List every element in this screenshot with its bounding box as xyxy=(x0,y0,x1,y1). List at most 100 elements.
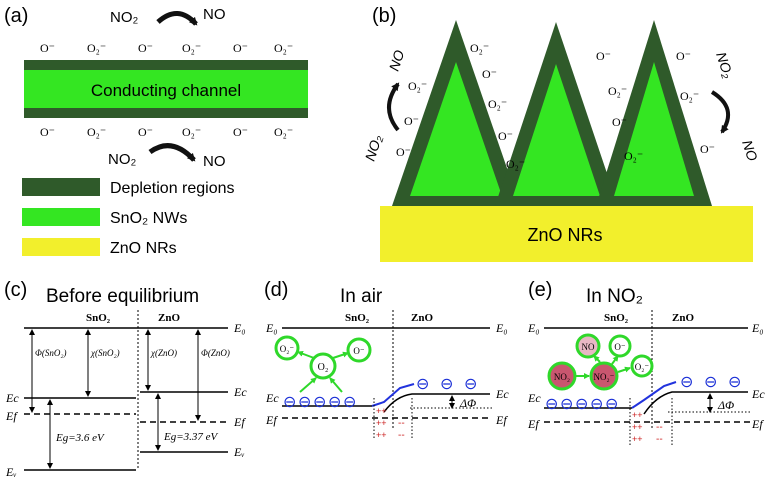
negative-charge: -- xyxy=(656,434,663,445)
panel-e-title: In NO₂ xyxy=(586,286,643,307)
sno2-core xyxy=(410,62,502,196)
positive-charge: ++ xyxy=(376,406,387,416)
panel-a-gas-bottom-in: NO₂ xyxy=(108,151,137,168)
delta-phi-label: ΔΦ xyxy=(459,396,476,410)
adsorbate-no2 xyxy=(547,361,577,391)
positive-charge: ++ xyxy=(376,418,387,428)
panel-b-arrow-right xyxy=(710,90,731,134)
ion-o-label: O⁻ xyxy=(700,142,715,156)
reaction-arrow xyxy=(593,355,601,363)
electron: ⊖ xyxy=(328,394,341,411)
adsorbate-label: O⁻ xyxy=(614,342,625,352)
ion-o2-label: O₂⁻ xyxy=(274,41,293,55)
ion-o2-label: O₂⁻ xyxy=(488,97,507,111)
ion-o2-label: O₂⁻ xyxy=(506,157,525,171)
ion-o2-label: O₂⁻ xyxy=(680,89,699,103)
ec-label: Ec xyxy=(495,387,509,401)
panel-a-gas-top-in: NO₂ xyxy=(110,9,139,26)
electron: ⊖ xyxy=(298,394,311,411)
ev-label: Eᵥ xyxy=(233,445,245,459)
zno-base xyxy=(380,206,753,262)
material-label-sno2: SnO₂ xyxy=(86,312,111,324)
e0-label: E₀ xyxy=(751,321,764,335)
panel-e-tag: (e) xyxy=(528,279,552,301)
adsorbate-o-ion xyxy=(608,334,632,358)
panel-a-ions-bottom: O⁻ O₂⁻ O⁻ O₂⁻ O⁻ O₂⁻ xyxy=(40,125,293,139)
ec-label: Ec xyxy=(751,387,765,401)
panel-b-gas-right-in: NO₂ xyxy=(713,50,737,81)
ion-o2-label: O₂⁻ xyxy=(274,125,293,139)
ion-o-label: O⁻ xyxy=(138,125,153,139)
positive-charge: ++ xyxy=(632,410,643,420)
panel-b: (b) ZnO NRs O₂⁻ O⁻ O₂⁻ O⁻ O₂⁻ O⁻ O₂⁻ O⁻ … xyxy=(362,5,761,262)
panel-e: (e) In NO₂ SnO₂ ZnO E₀ E₀ NO O⁻ O₂⁻ NO₂ … xyxy=(527,279,765,446)
adsorbate-label: NO xyxy=(582,342,595,352)
adsorbate-o2-ion xyxy=(274,335,300,361)
legend-label-zno: ZnO NRs xyxy=(110,240,177,257)
electron: ⊖ xyxy=(680,374,693,391)
positive-charge: ++ xyxy=(632,422,643,432)
e0-label: E₀ xyxy=(495,321,508,335)
ion-o2-label: O₂⁻ xyxy=(87,125,106,139)
electron: ⊖ xyxy=(590,396,603,413)
positive-charge: ++ xyxy=(376,430,387,440)
panel-a-arrow-bottom xyxy=(148,143,196,162)
ion-o-label: O⁻ xyxy=(612,115,627,129)
panel-b-gas-left-in: NO₂ xyxy=(362,132,386,163)
ion-o-label: O⁻ xyxy=(498,129,513,143)
panel-d: (d) In air SnO₂ ZnO E₀ E₀ O₂⁻ O₂ O⁻ Ec E… xyxy=(264,279,509,441)
ion-o-label: O⁻ xyxy=(40,41,55,55)
zno-conduction-band xyxy=(383,393,490,413)
band-bending xyxy=(371,383,415,407)
material-label-sno2: SnO₂ xyxy=(345,312,370,324)
reaction-arrow xyxy=(297,350,315,359)
sno2-core xyxy=(614,62,694,196)
panel-a-tag: (a) xyxy=(4,5,28,27)
adsorbate-label: O₂⁻ xyxy=(280,344,295,354)
electron: ⊖ xyxy=(343,394,356,411)
ef-label: Ef xyxy=(265,413,278,427)
panel-b-arrow-left xyxy=(387,82,400,132)
material-label-sno2: SnO₂ xyxy=(604,312,629,324)
ion-o-label: O⁻ xyxy=(396,145,411,159)
adsorbate-label: O₂ xyxy=(318,362,329,373)
negative-charge: -- xyxy=(398,430,405,441)
material-label-zno: ZnO xyxy=(158,312,180,324)
electrons-zno: ⊖ ⊖ ⊖ xyxy=(680,374,741,391)
reaction-arrow xyxy=(617,366,631,373)
phi-sno2-label: Φ(SnO₂) xyxy=(35,348,66,358)
ef-label: Ef xyxy=(233,415,246,429)
electron: ⊖ xyxy=(416,376,429,393)
ion-o2-label: O₂⁻ xyxy=(608,84,627,98)
delta-phi-label: ΔΦ xyxy=(717,398,734,412)
adsorbate-label: NO₂⁻ xyxy=(594,372,615,382)
ef-label: Ef xyxy=(5,409,18,423)
ion-o2-label: O₂⁻ xyxy=(408,79,427,93)
panel-c-tag: (c) xyxy=(4,279,27,301)
e0-label: E₀ xyxy=(527,321,540,335)
ion-o-label: O⁻ xyxy=(482,67,497,81)
ion-o-label: O⁻ xyxy=(404,114,419,128)
ec-label: Ec xyxy=(233,385,247,399)
electrons-sno2: ⊖ ⊖ ⊖ ⊖ ⊖ xyxy=(545,396,618,413)
ion-o2-label: O₂⁻ xyxy=(182,125,201,139)
adsorbate-label: NO₂ xyxy=(554,372,570,382)
panel-a-gas-top-out: NO xyxy=(203,6,226,23)
panel-d-tag: (d) xyxy=(264,279,288,301)
panel-d-title: In air xyxy=(340,286,383,307)
legend-swatch-sno2 xyxy=(22,208,100,226)
electron: ⊖ xyxy=(560,396,573,413)
ef-label: Ef xyxy=(527,417,540,431)
adsorbate-o2 xyxy=(309,352,337,380)
panel-a-gas-bottom-out: NO xyxy=(203,153,226,170)
adsorbate-no2-ion xyxy=(589,361,619,391)
panel-b-gas-left-out: NO xyxy=(386,48,408,73)
reaction-arrow xyxy=(329,377,343,393)
ec-label: Ec xyxy=(527,391,541,405)
ion-o-label: O⁻ xyxy=(233,125,248,139)
legend: Depletion regions SnO₂ NWs ZnO NRs xyxy=(22,178,235,257)
material-label-zno: ZnO xyxy=(411,312,433,324)
panel-a: (a) NO₂ NO O⁻ O₂⁻ O⁻ O₂⁻ O⁻ O₂⁻ Conducti… xyxy=(4,5,308,257)
reaction-arrow xyxy=(332,351,349,359)
